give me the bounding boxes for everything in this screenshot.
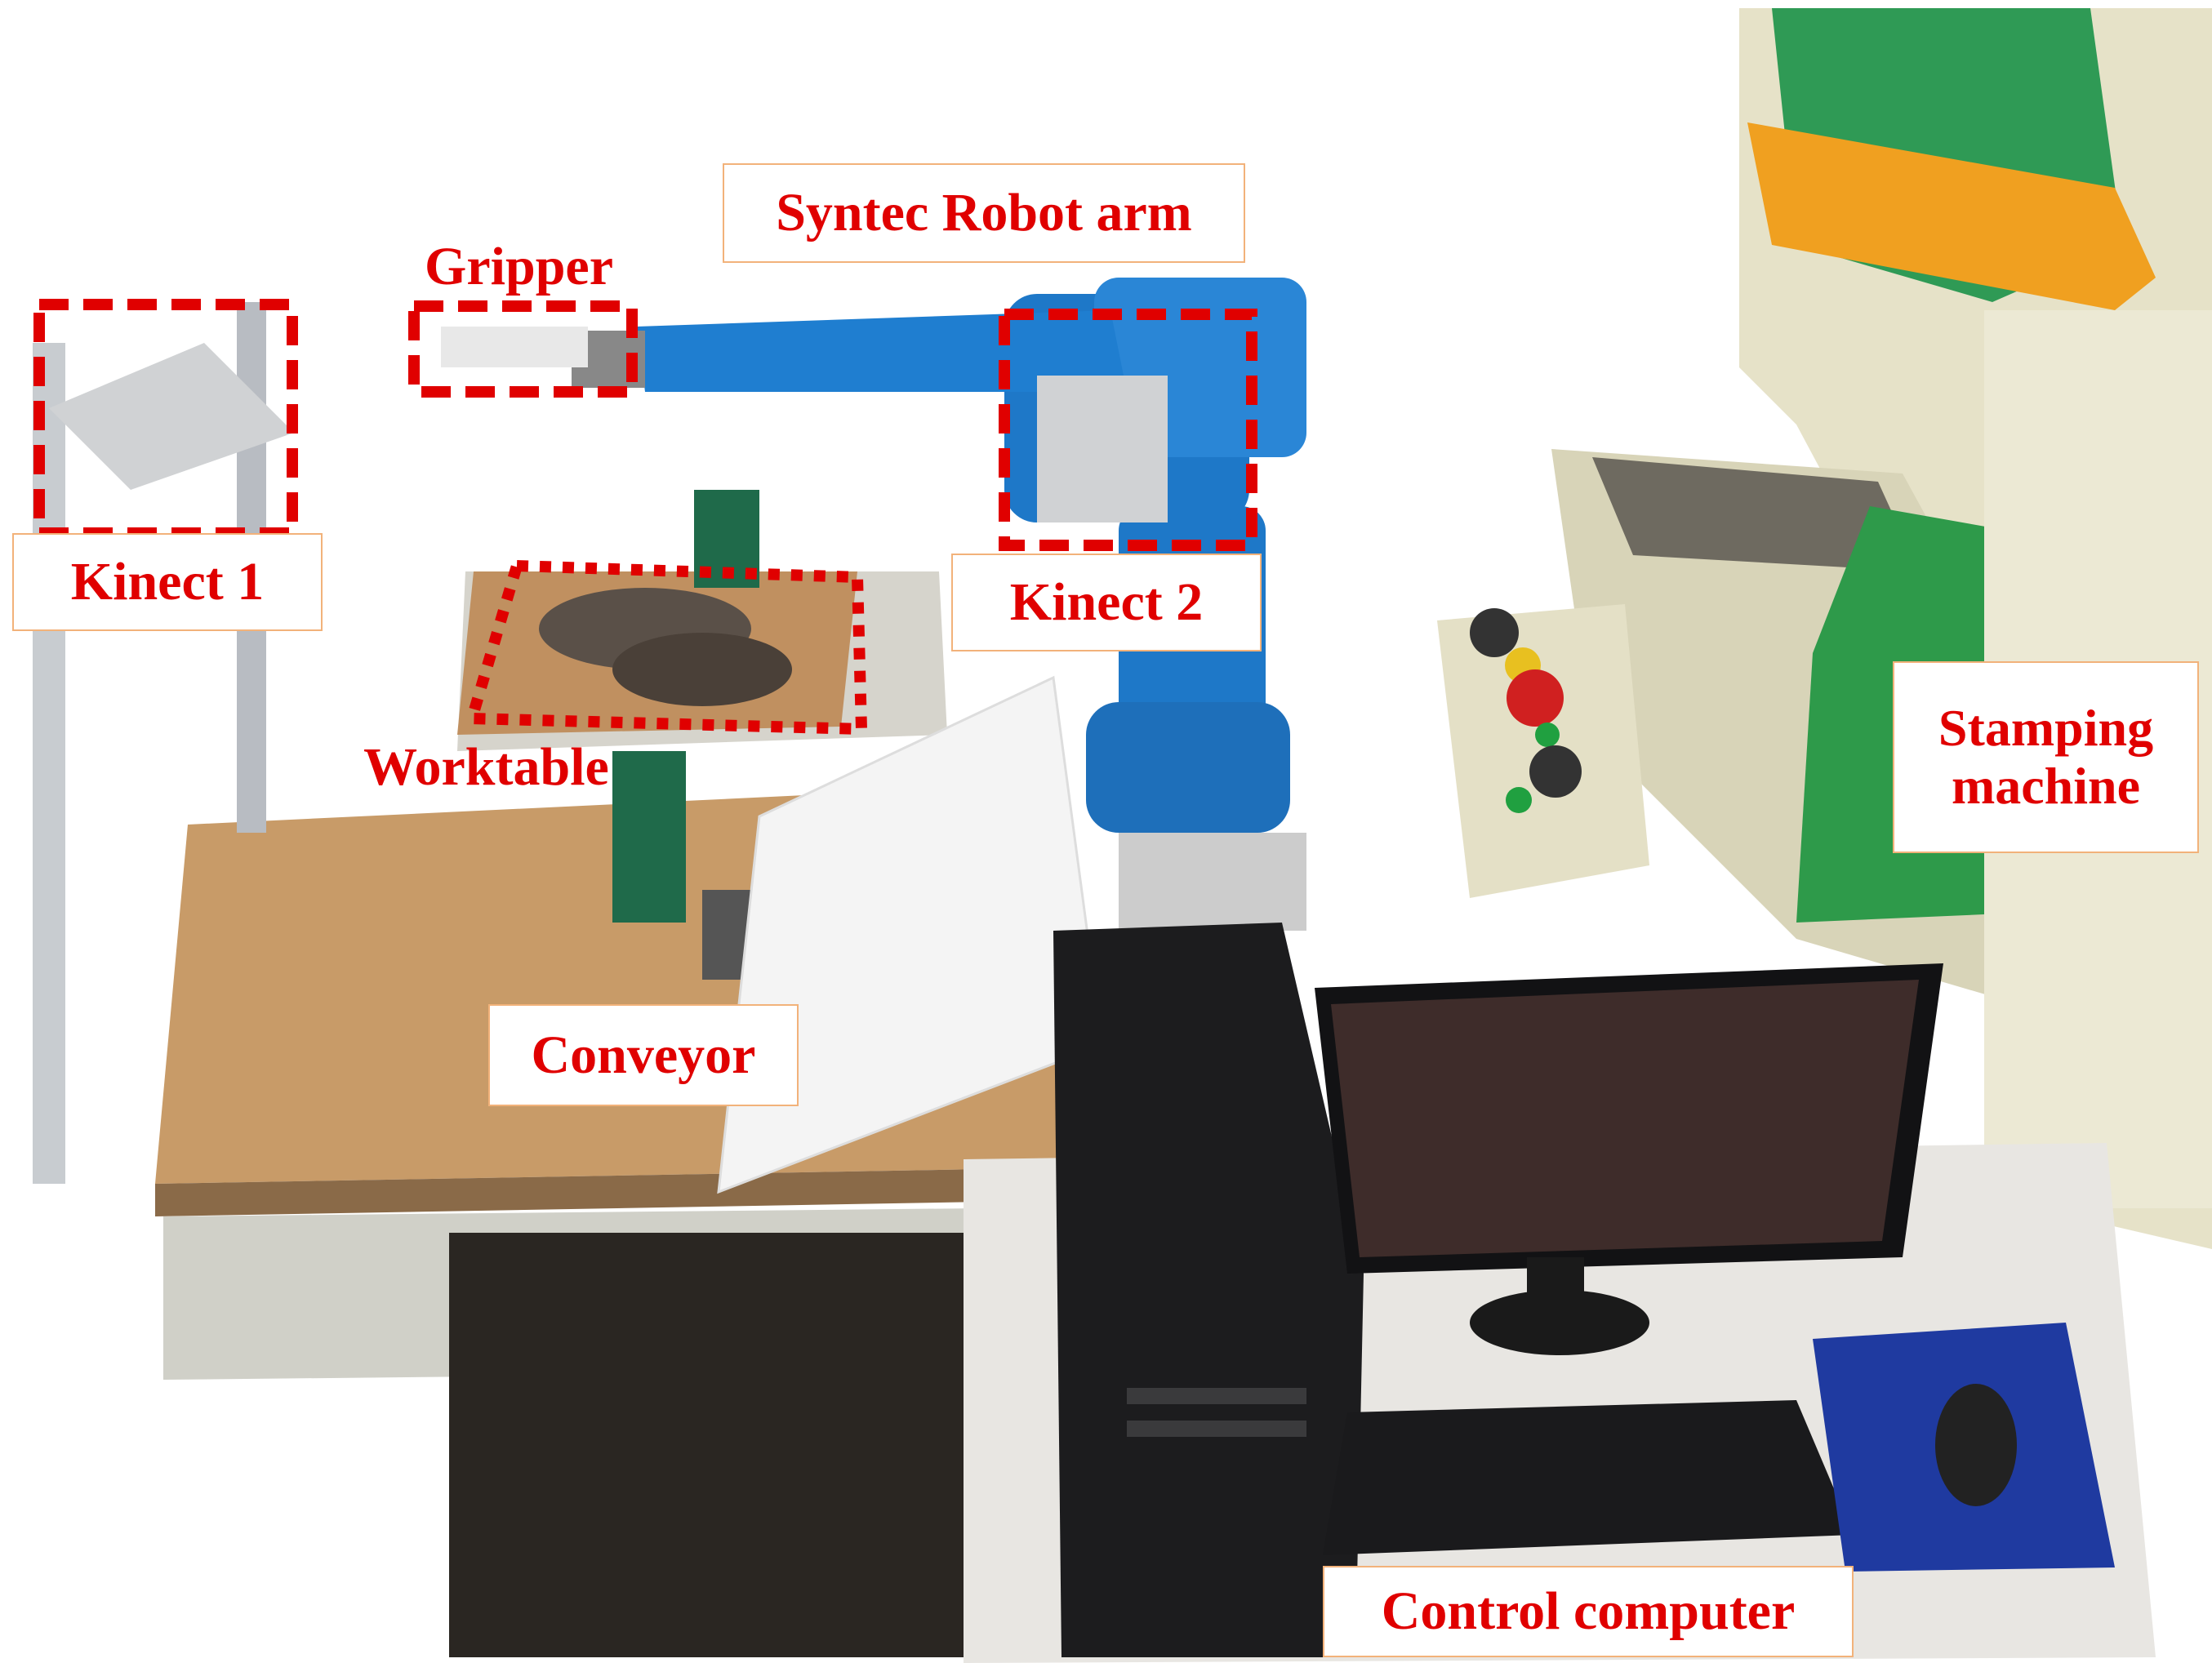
black-board (449, 1233, 980, 1657)
kinect1-highlight-box (33, 299, 298, 539)
stamping-machine-label: Stamping machine (1893, 661, 2199, 853)
worktable-label: Worktable (363, 737, 609, 797)
stamping-machine-label-line2: machine (1951, 756, 2141, 815)
kinect2-label: Kinect 2 (951, 554, 1262, 651)
kinect2-highlight-box (999, 309, 1257, 551)
stamping-machine-label-line1: Stamping (1938, 699, 2154, 758)
monitor (1315, 963, 1943, 1355)
robot-arm (441, 278, 1306, 931)
gripper-highlight-box (408, 300, 638, 398)
keyboard (1323, 1400, 1854, 1555)
mouse-pad (1813, 1323, 2115, 1572)
control-computer-label: Control computer (1323, 1566, 1854, 1657)
robot-arm-label: Syntec Robot arm (723, 163, 1245, 263)
gripper-label: Gripper (425, 237, 613, 296)
pc-tower (1053, 923, 1364, 1657)
conveyor-label: Conveyor (488, 1004, 799, 1106)
kinect1-label: Kinect 1 (12, 533, 323, 631)
